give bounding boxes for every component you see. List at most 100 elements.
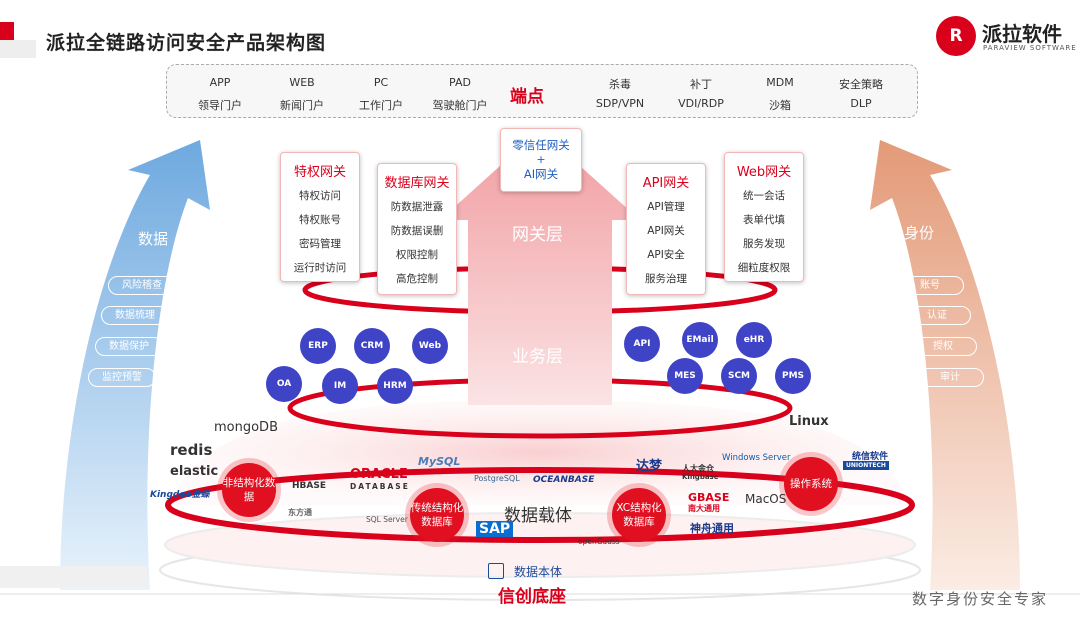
endpoint-item-2-bottom: 新闻门户	[280, 99, 324, 112]
data-item-pill: 风险稽查	[108, 276, 176, 295]
web-gateway-box: Web网关 统一会话 表单代填 服务发现 细粒度权限	[724, 152, 804, 282]
endpoint-item-1-top: APP	[209, 76, 231, 89]
kingbase-en-logo: Kingbase	[682, 473, 719, 481]
identity-item-pill: 授权	[909, 337, 977, 356]
endpoint-item-3-bottom: 工作门户	[359, 99, 403, 112]
database-gateway-box: 数据库网关 防数据泄露 防数据误删 权限控制 高危控制	[377, 163, 457, 295]
gbase-logo: GBASE	[688, 491, 730, 504]
app-circle-api: API	[624, 326, 660, 362]
header-accent-bar	[0, 22, 14, 40]
zero-trust-line2: +	[536, 153, 546, 166]
app-circle-scm: SCM	[721, 358, 757, 394]
app-circle-web: Web	[412, 328, 448, 364]
app-circle-email: EMail	[682, 322, 718, 358]
endpoint-item-6-bottom: VDI/RDP	[678, 97, 724, 110]
hbase-logo: HBASE	[292, 481, 326, 491]
endpoint-item-7-top: MDM	[766, 76, 794, 89]
gateway-item: API安全	[647, 249, 685, 261]
business-layer-label: 业务层	[512, 347, 563, 367]
app-circle-crm: CRM	[354, 328, 390, 364]
uniontech-logo: 统信软件	[852, 452, 889, 462]
gateway-item: 权限控制	[396, 249, 438, 261]
oceanbase-logo: OCEANBASE	[533, 475, 595, 485]
endpoint-item-4-top: PAD	[449, 76, 471, 89]
zero-trust-line1: 零信任网关	[512, 138, 570, 152]
endpoint-item-7-bottom: 沙箱	[769, 99, 791, 112]
gateway-item: 服务发现	[743, 238, 785, 250]
gateway-item: 特权访问	[299, 190, 341, 202]
identity-item-pill: 审计	[916, 368, 984, 387]
sqlserver-logo: SQL Server	[366, 515, 408, 524]
endpoint-center-label: 端点	[510, 87, 544, 107]
unstructured-data-node: 非结构化数据	[222, 463, 276, 517]
gateway-item: 特权账号	[299, 214, 341, 226]
shenzhou-logo: 神舟通用	[690, 522, 734, 535]
central-arrow-shape	[440, 130, 640, 405]
endpoint-item-5-bottom: SDP/VPN	[595, 97, 645, 110]
web-gateway-title: Web网关	[736, 165, 792, 180]
zero-trust-gateway-box: 零信任网关 + AI网关	[500, 128, 582, 192]
api-gateway-title: API网关	[642, 176, 690, 191]
app-circle-im: IM	[322, 368, 358, 404]
windows-server-logo: Windows Server	[722, 453, 791, 463]
gateway-item: 统一会话	[743, 190, 785, 202]
gateway-item: 运行时访问	[293, 262, 347, 274]
linux-logo: Linux	[789, 414, 829, 429]
gateway-item: 高危控制	[396, 273, 438, 285]
logo-subtitle: PARAVIEW SOFTWARE	[983, 44, 1077, 52]
logo-name: 派拉软件	[982, 22, 1062, 46]
data-body-label: 数据本体	[514, 565, 563, 579]
identity-arrow-label: 身份	[904, 224, 935, 242]
gateway-item: 密码管理	[299, 238, 341, 250]
app-circle-oa: OA	[266, 366, 302, 402]
data-item-pill: 监控预警	[88, 368, 156, 387]
gateway-item: 防数据误删	[390, 225, 444, 237]
data-item-pill: 数据梳理	[101, 306, 169, 325]
identity-item-pill: 账号	[896, 276, 964, 295]
endpoint-item-3-top: PC	[373, 76, 389, 89]
app-circle-mes: MES	[667, 358, 703, 394]
database-gateway-title: 数据库网关	[384, 176, 450, 191]
zero-trust-line3: AI网关	[523, 167, 559, 181]
page-title: 派拉全链路访问安全产品架构图	[46, 32, 327, 54]
api-gateway-box: API网关 API管理 API网关 API安全 服务治理	[626, 163, 706, 295]
endpoint-item-6-top: 补丁	[690, 78, 712, 91]
os-node: 操作系统	[784, 457, 838, 511]
data-arrow-label: 数据	[138, 230, 169, 248]
paraview-logo-icon: R	[936, 16, 976, 56]
endpoint-item-4-bottom: 驾驶舱门户	[432, 99, 488, 112]
gateway-item: 防数据泄露	[390, 201, 444, 213]
dameng-logo: 达梦	[636, 459, 663, 474]
endpoint-panel	[166, 64, 918, 118]
app-circle-ehr: eHR	[736, 322, 772, 358]
postgresql-logo: PostgreSQL	[474, 474, 520, 483]
endpoint-item-2-top: WEB	[289, 76, 315, 89]
uniontech-en-logo: UNIONTECH	[843, 461, 889, 470]
kingbase-logo: 人大金仓	[682, 464, 714, 473]
redis-logo: redis	[170, 441, 213, 459]
opengauss-logo: openGauss	[578, 537, 620, 546]
app-circle-erp: ERP	[300, 328, 336, 364]
endpoint-item-8-bottom: DLP	[850, 97, 872, 110]
mongodb-logo: mongoDB	[214, 420, 278, 435]
xinchuang-base-label: 信创底座	[498, 587, 566, 607]
app-circle-pms: PMS	[775, 358, 811, 394]
xc-db-node: XC结构化数据库	[612, 488, 666, 542]
privileged-gateway-title: 特权网关	[293, 165, 346, 180]
gateway-layer-label: 网关层	[512, 225, 563, 245]
data-arrow-shape	[60, 140, 210, 590]
oracle-logo: ORACLE	[350, 467, 408, 482]
mysql-logo: MySQL	[418, 455, 461, 468]
gateway-item: API网关	[647, 225, 685, 237]
data-item-pill: 数据保护	[95, 337, 163, 356]
endpoint-item-5-top: 杀毒	[609, 78, 631, 91]
tongtech-logo: 东方通	[288, 508, 312, 517]
data-carrier-label: 数据载体	[504, 506, 572, 526]
identity-item-pill: 认证	[903, 306, 971, 325]
database-icon	[488, 563, 504, 579]
gateway-item: 细粒度权限	[737, 262, 791, 274]
endpoint-item-1-bottom: 领导门户	[198, 99, 242, 112]
macos-logo: MacOS	[745, 492, 787, 506]
endpoint-item-8-top: 安全策略	[839, 78, 883, 91]
